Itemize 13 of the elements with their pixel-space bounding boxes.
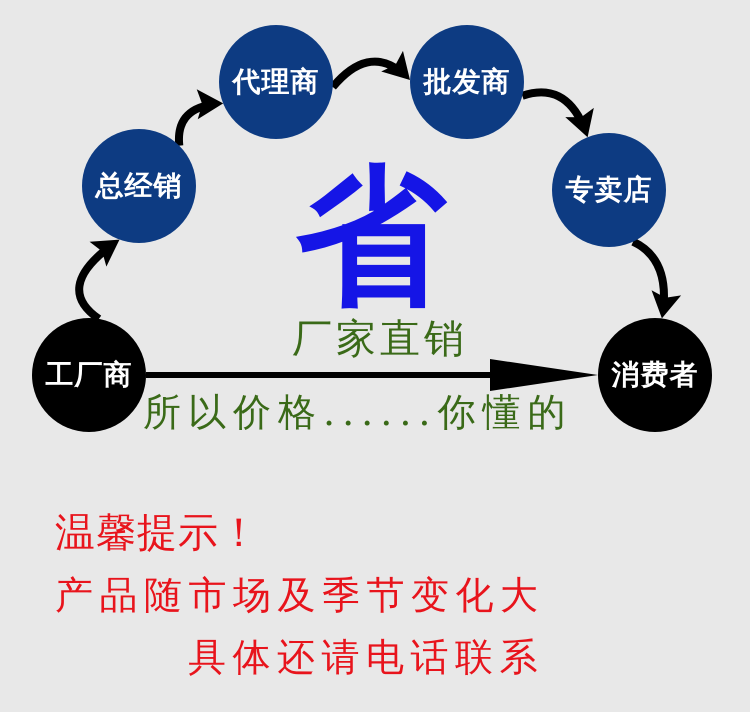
- node-label: 工厂商: [46, 360, 132, 390]
- notice-text: 具体还请电话联系: [188, 636, 544, 680]
- notice-text: 产品随市场及季节变化大: [55, 574, 544, 618]
- node-label: 批发商: [424, 66, 510, 98]
- curved-arrow: [631, 238, 680, 319]
- node-label: 代理商: [232, 66, 320, 98]
- arrow: [146, 359, 598, 391]
- notice-heading: 温馨提示！: [55, 510, 260, 556]
- node-label: 总经销: [96, 170, 182, 202]
- node-label: 消费者: [612, 360, 698, 390]
- slogan-text: 所以价格......你懂的: [143, 391, 572, 435]
- node-label: 专卖店: [566, 174, 652, 206]
- curved-arrow: [521, 88, 593, 139]
